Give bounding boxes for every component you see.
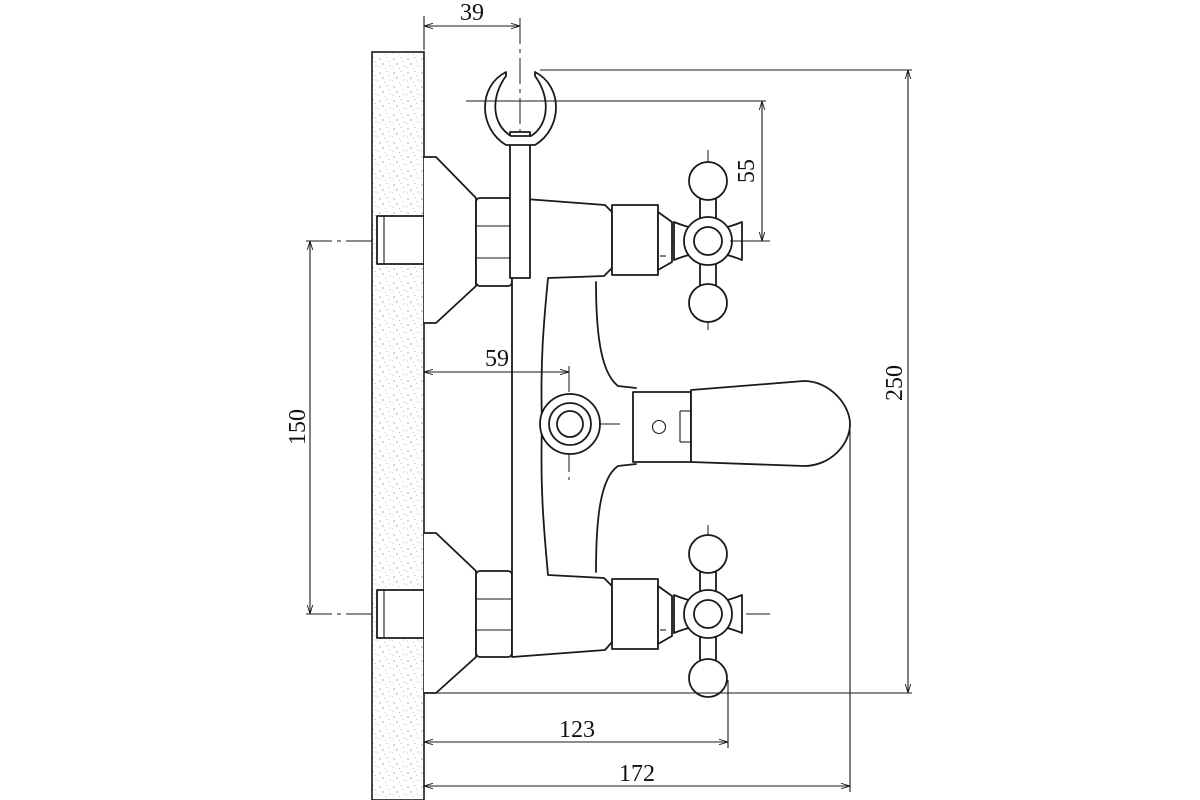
faucet-body bbox=[511, 197, 673, 658]
dimension-lines bbox=[310, 26, 908, 786]
dimension-label-39: 39 bbox=[460, 0, 484, 26]
upper-wall-connector bbox=[376, 156, 513, 324]
dimension-label-172: 172 bbox=[619, 761, 655, 787]
wall-section bbox=[371, 51, 425, 800]
dimension-label-250: 250 bbox=[882, 365, 908, 401]
extension-lines bbox=[423, 16, 912, 792]
dimension-label-55: 55 bbox=[734, 159, 760, 183]
shower-outlet bbox=[539, 393, 601, 455]
lower-cross-handle bbox=[660, 534, 743, 698]
dimension-label-150: 150 bbox=[285, 409, 311, 445]
dimension-label-123: 123 bbox=[559, 717, 595, 743]
diverter-lever bbox=[632, 380, 851, 467]
shower-holder bbox=[484, 71, 557, 279]
dimension-label-59: 59 bbox=[485, 346, 509, 372]
upper-cross-handle bbox=[660, 161, 743, 323]
